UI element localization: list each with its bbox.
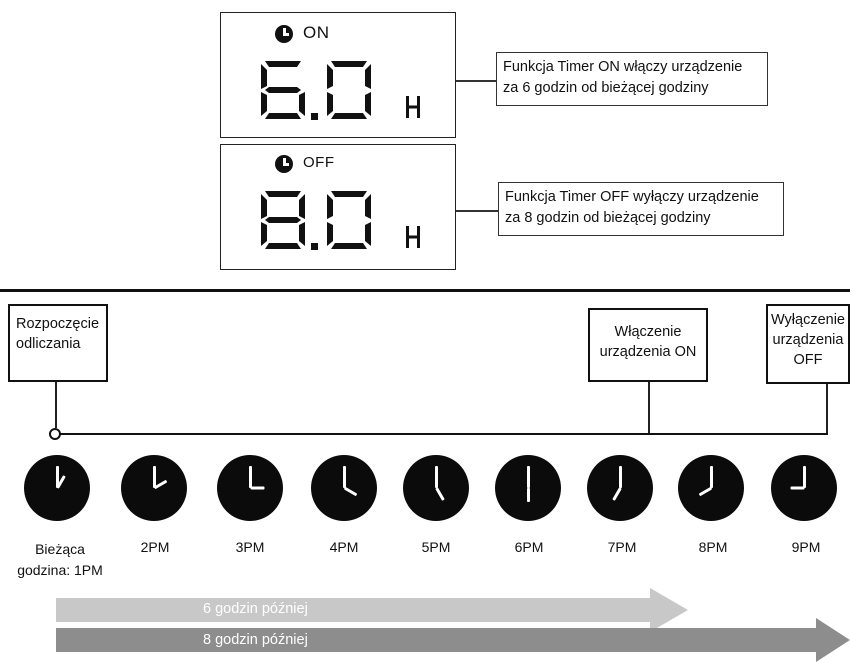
timer-on-value [257,59,407,126]
clock-hour-hand [343,486,357,497]
power-off-line1: Wyłączenie [770,312,845,328]
clock-minute-hand [55,466,59,488]
clock-minute-hand [802,466,806,488]
timer-off-display: OFF [220,144,456,270]
clock-hour-hand [434,487,445,501]
hour-label: 4PM [329,539,359,555]
timer-on-callout-line2: za 6 godzin od bieżącej godziny [503,80,709,96]
clock-minute-hand [618,466,622,488]
clock-hour-hand [250,486,264,490]
clock-hour-hand [698,486,712,497]
timer-off-callout: Funkcja Timer OFF wyłączy urządzenie za … [498,182,784,236]
six-hours-arrow [56,588,688,632]
power-off-connector [826,384,828,434]
clock-minute-hand [526,466,530,488]
hour-label: 6PM [514,539,544,555]
clock-minute-hand [342,466,346,488]
timer-off-callout-line1: Funkcja Timer OFF wyłączy urządzenie [505,189,759,205]
clock-face-icon [678,455,744,521]
timer-on-unit-glyph [406,96,420,118]
timer-on-unit [405,95,421,124]
timer-on-callout-line1: Funkcja Timer ON włączy urządzenie [503,59,743,75]
clock-face-icon [587,455,653,521]
clock-face-icon [771,455,837,521]
eight-hours-label: 8 godzin później [203,632,308,648]
clock-icon [275,25,293,43]
current-time-label: Bieżąca godzina: 1PM [10,539,110,581]
countdown-start-connector [55,382,57,428]
hour-label: 7PM [607,539,637,555]
hour-label: 8PM [698,539,728,555]
timer-off-mode-label: OFF [303,154,335,171]
hour-label: 9PM [791,539,821,555]
clock-face-icon [403,455,469,521]
power-off-line3: OFF [793,352,823,368]
timer-on-callout: Funkcja Timer ON włączy urządzenie za 6 … [496,52,768,106]
timer-on-display: ON [220,12,456,138]
timer-off-unit [405,225,421,254]
power-on-box: Włączenie urządzenia ON [588,308,708,382]
power-on-line2: urządzenia ON [599,344,697,360]
clock-minute-hand [248,466,252,488]
current-time-line2: godzina: 1PM [17,562,103,578]
six-hours-label: 6 godzin później [203,601,308,617]
six-hours-arrow-shape [56,588,688,632]
clock-face-icon [311,455,377,521]
timer-off-digits [261,191,371,250]
timeline-start-dot [49,428,61,440]
clock-hour-hand [611,487,622,501]
timer-off-callout-line2: za 8 godzin od bieżącej godziny [505,210,711,226]
timer-off-value [257,189,407,256]
clock-minute-hand [709,466,713,488]
clock-hour-hand [790,486,804,490]
timer-off-unit-glyph [406,226,420,248]
clock-face-icon [121,455,187,521]
power-on-connector [648,382,650,434]
power-off-box: Wyłączenie urządzenia OFF [766,304,850,384]
clock-icon [275,155,293,173]
hour-label: 5PM [421,539,451,555]
timeline-axis [56,433,828,435]
clock-face-icon [495,455,561,521]
eight-hours-arrow-shape [56,618,850,662]
power-off-line2: urządzenia [772,332,844,348]
current-time-line1: Bieżąca [35,541,85,557]
clock-minute-hand [152,466,156,488]
timer-on-digits [261,61,371,120]
countdown-start-box: Rozpoczęcie odliczania [8,304,108,382]
power-on-line1: Włączenie [614,324,682,340]
timer-off-connector [456,210,498,212]
clock-minute-hand [434,466,438,488]
hour-label: 2PM [140,539,170,555]
timer-on-mode-label: ON [303,23,330,42]
countdown-start-line2: odliczania [16,336,81,352]
eight-hours-arrow [56,618,850,662]
hour-label: 3PM [235,539,265,555]
clock-face-icon [24,455,90,521]
clock-hour-hand [526,488,530,502]
section-divider [0,289,850,292]
timer-on-connector [456,80,496,82]
countdown-start-line1: Rozpoczęcie [16,316,100,332]
clock-face-icon [217,455,283,521]
